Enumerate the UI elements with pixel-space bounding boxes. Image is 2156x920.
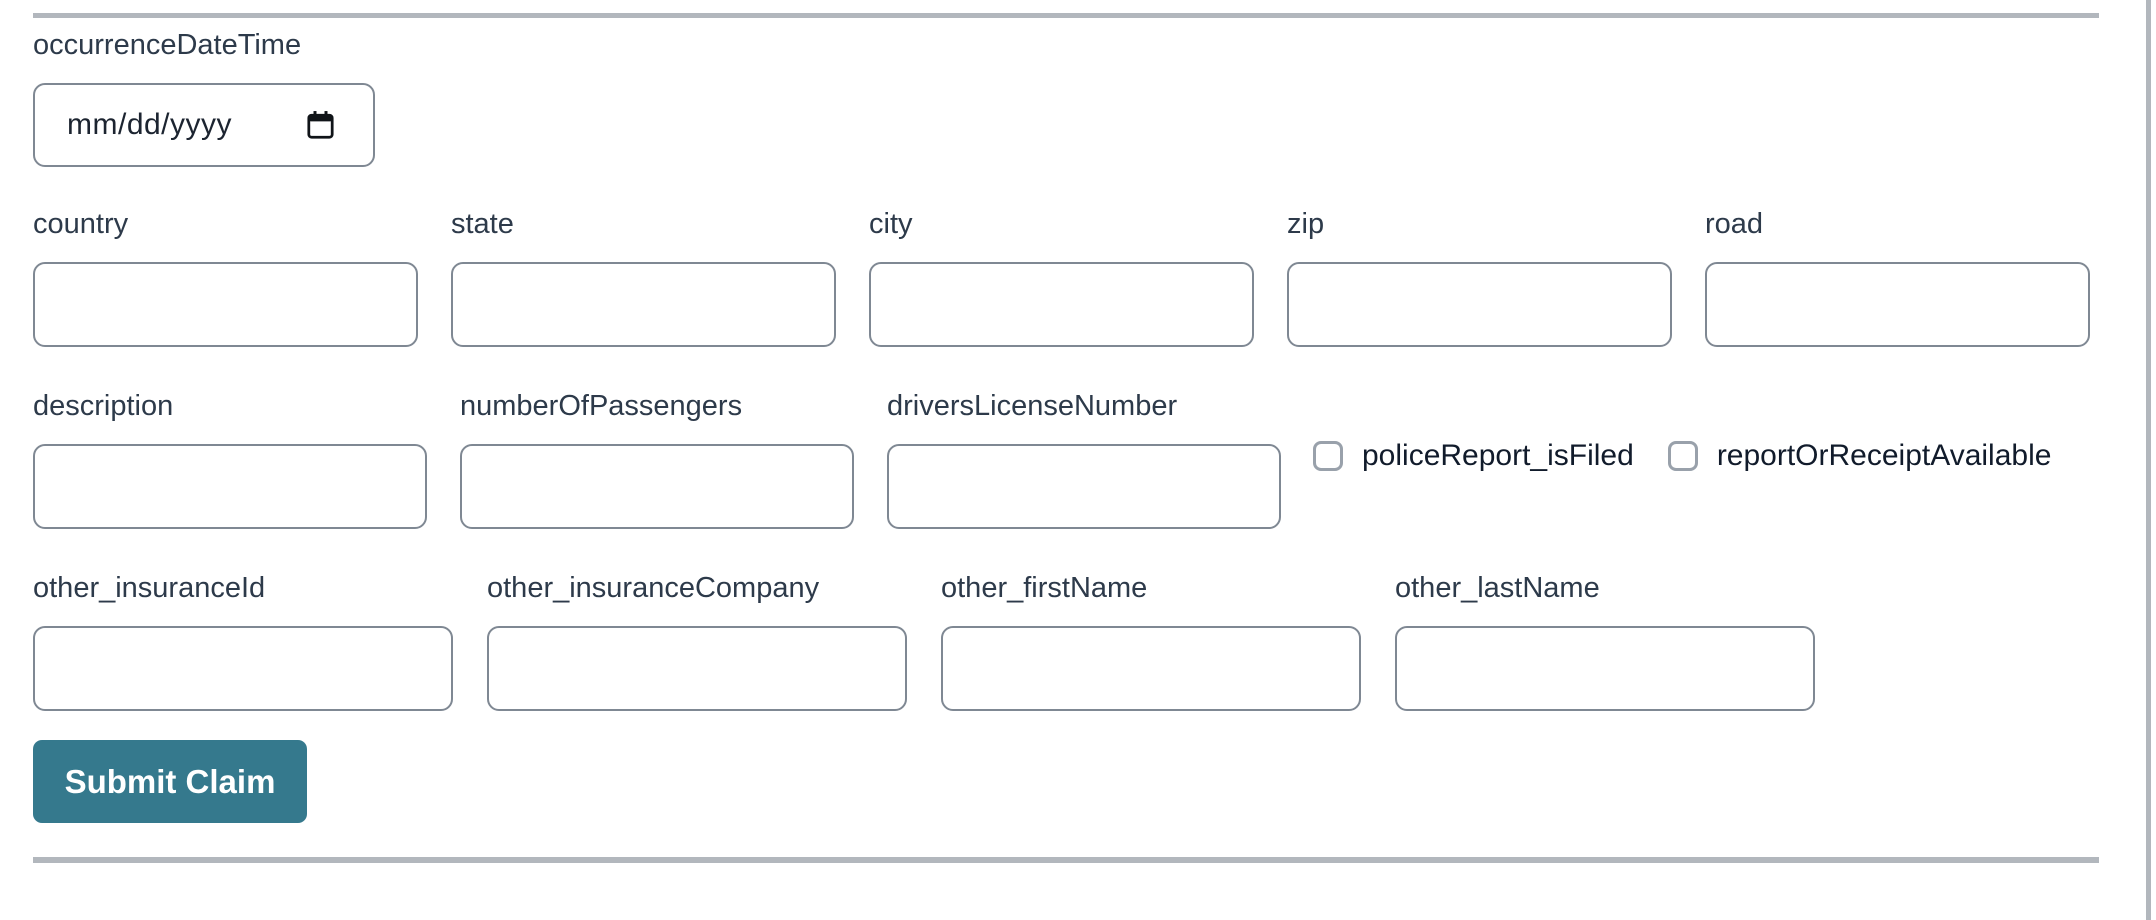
- road-input[interactable]: [1705, 262, 2090, 347]
- police-report-checkbox[interactable]: [1313, 441, 1343, 471]
- report-or-receipt-checkbox-label: reportOrReceiptAvailable: [1716, 439, 2052, 472]
- description-input[interactable]: [33, 444, 427, 529]
- police-report-checkbox-label: policeReport_isFiled: [1362, 439, 1634, 472]
- field-zip: zip: [1287, 207, 1672, 347]
- bottom-divider: [33, 857, 2099, 863]
- city-label: city: [869, 208, 913, 240]
- calendar-icon[interactable]: [304, 109, 337, 142]
- field-other-last-name: other_lastName: [1395, 571, 1815, 711]
- field-other-insurance-id: other_insuranceId: [33, 571, 453, 711]
- field-state: state: [451, 207, 836, 347]
- right-edge-line: [2146, 0, 2151, 920]
- field-occurrence-datetime: occurrenceDateTime mm/dd/yyyy: [33, 28, 375, 167]
- other-insurance-id-label: other_insuranceId: [33, 572, 266, 604]
- date-placeholder: mm/dd/yyyy: [67, 108, 233, 141]
- field-other-insurance-company: other_insuranceCompany: [487, 571, 907, 711]
- field-road: road: [1705, 207, 2090, 347]
- country-input[interactable]: [33, 262, 418, 347]
- other-first-name-input[interactable]: [941, 626, 1361, 711]
- other-insurance-company-label: other_insuranceCompany: [487, 572, 820, 604]
- other-insurance-id-input[interactable]: [33, 626, 453, 711]
- field-other-first-name: other_firstName: [941, 571, 1361, 711]
- drivers-license-number-input[interactable]: [887, 444, 1281, 529]
- description-label: description: [33, 390, 174, 422]
- field-drivers-license-number: driversLicenseNumber: [887, 389, 1281, 529]
- submit-claim-button[interactable]: Submit Claim: [33, 740, 307, 823]
- report-or-receipt-checkbox[interactable]: [1667, 441, 1698, 471]
- field-description: description: [33, 389, 427, 529]
- drivers-license-number-label: driversLicenseNumber: [887, 390, 1178, 422]
- other-last-name-input[interactable]: [1395, 626, 1815, 711]
- city-input[interactable]: [869, 262, 1254, 347]
- checkbox-group: policeReport_isFiled reportOrReceiptAvai…: [1313, 438, 2051, 474]
- road-label: road: [1705, 208, 1764, 240]
- state-label: state: [451, 208, 514, 240]
- field-city: city: [869, 207, 1254, 347]
- number-of-passengers-label: numberOfPassengers: [460, 390, 743, 422]
- occurrence-date-input[interactable]: mm/dd/yyyy: [33, 83, 375, 167]
- occurrence-datetime-label: occurrenceDateTime: [33, 29, 302, 61]
- other-insurance-company-input[interactable]: [487, 626, 907, 711]
- country-label: country: [33, 208, 129, 240]
- other-first-name-label: other_firstName: [941, 572, 1148, 604]
- top-divider: [33, 13, 2099, 18]
- zip-label: zip: [1287, 208, 1325, 240]
- field-number-of-passengers: numberOfPassengers: [460, 389, 854, 529]
- state-input[interactable]: [451, 262, 836, 347]
- field-country: country: [33, 207, 418, 347]
- other-last-name-label: other_lastName: [1395, 572, 1600, 604]
- number-of-passengers-input[interactable]: [460, 444, 854, 529]
- zip-input[interactable]: [1287, 262, 1672, 347]
